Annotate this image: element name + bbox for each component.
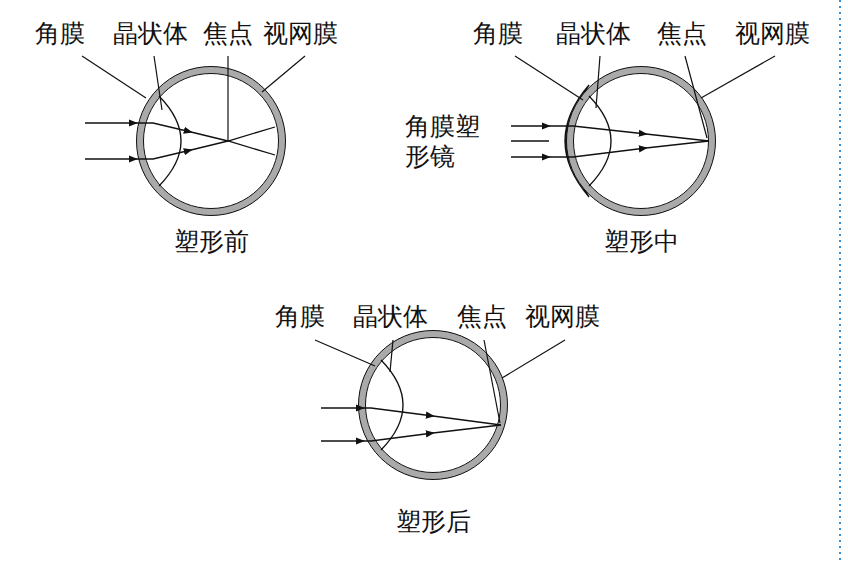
eye-before [85, 67, 286, 216]
caption-text: 塑形后 [396, 508, 471, 537]
part-label: 晶状体 [556, 20, 631, 49]
eye-after [321, 331, 508, 480]
part-label: 晶状体 [353, 303, 428, 332]
eye-during [511, 67, 716, 216]
dotted-border [839, 0, 841, 563]
caption-text: 塑形中 [604, 228, 679, 257]
part-label: 焦点 [457, 303, 507, 332]
part-label: 角膜 [35, 20, 85, 49]
part-label: 晶状体 [113, 20, 188, 49]
leader-lines [82, 56, 775, 423]
part-label: 角膜塑形镜 [405, 112, 483, 172]
caption-text: 视网膜 [525, 303, 600, 332]
part-label: 视网膜 [735, 20, 810, 49]
part-label: 视网膜 [263, 20, 338, 49]
caption-text: 塑形前 [174, 228, 249, 257]
part-label: 角膜 [473, 20, 523, 49]
part-label: 焦点 [657, 20, 707, 49]
part-label: 焦点 [203, 20, 253, 49]
part-label: 角膜 [275, 303, 325, 332]
